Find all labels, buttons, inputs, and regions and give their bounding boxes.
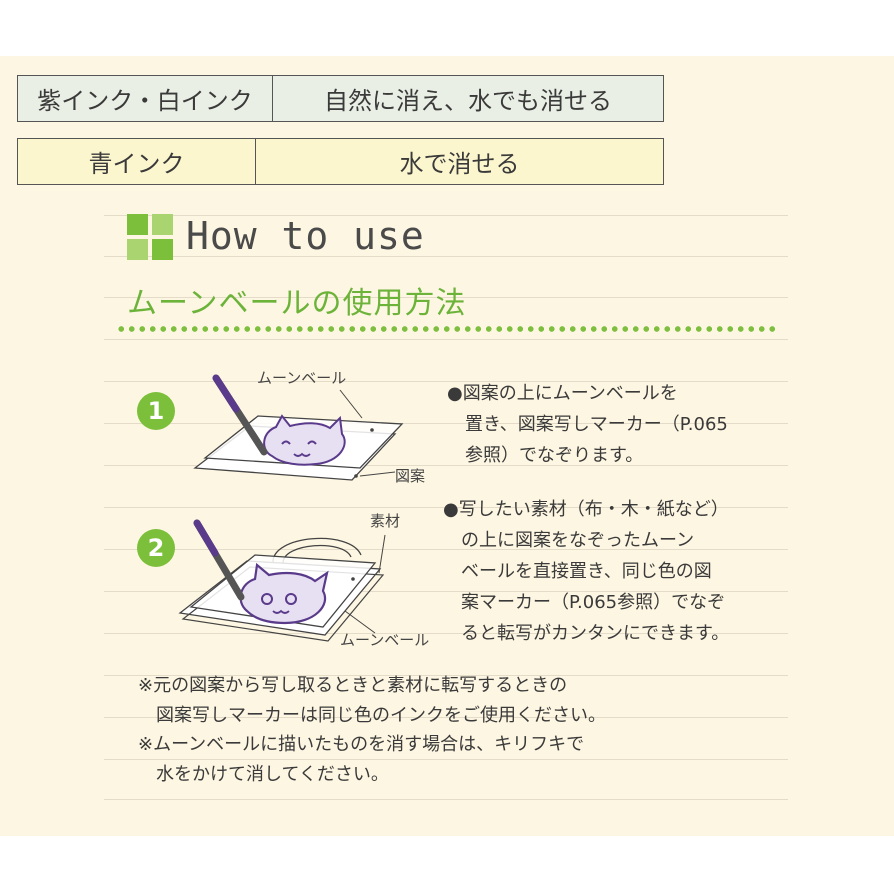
note-line: 図案写しマーカーは同じ色のインクをご使用ください。 bbox=[138, 704, 606, 726]
ruled-line bbox=[104, 423, 788, 424]
notes-block: ※元の図案から写し取るときと素材に転写するときの 図案写しマーカーは同じ色のイン… bbox=[138, 671, 606, 789]
ink-table-row: 紫インク・白インク 自然に消え、水でも消せる bbox=[17, 75, 664, 122]
step1-label-top: ムーンベール bbox=[257, 369, 347, 387]
dotted-divider bbox=[116, 325, 778, 333]
ruled-line bbox=[104, 591, 788, 592]
ink-property-cell: 自然に消え、水でも消せる bbox=[324, 87, 612, 115]
tracing-illustration-1 bbox=[193, 374, 404, 481]
step2-label-bottom: ムーンベール bbox=[340, 631, 430, 649]
step1-label-bottom: 図案 bbox=[395, 467, 426, 485]
step1-description: ●図案の上にムーンベールを 置き、図案写しマーカー（P.065 参照）でなぞりま… bbox=[447, 383, 728, 466]
page-background bbox=[0, 56, 894, 836]
ink-property-cell: 水で消せる bbox=[399, 150, 520, 178]
section-subtitle: ムーンベールの使用方法 bbox=[127, 286, 467, 321]
ruled-line bbox=[104, 381, 788, 382]
grid-squares-icon bbox=[127, 214, 173, 260]
ink-table-row: 青インク 水で消せる bbox=[17, 138, 664, 185]
note-line: ※ムーンベールに描いたものを消す場合は、キリフキで bbox=[138, 734, 585, 755]
transfer-illustration-2 bbox=[178, 519, 386, 642]
ruled-line bbox=[104, 633, 788, 634]
ruled-line bbox=[104, 549, 788, 550]
step2-label-top: 素材 bbox=[370, 512, 401, 530]
ruled-line bbox=[104, 215, 788, 216]
note-line: ※元の図案から写し取るときと素材に転写するときの bbox=[138, 675, 568, 696]
ruled-line bbox=[104, 339, 788, 340]
ruled-line bbox=[104, 717, 788, 718]
ink-name-cell: 青インク bbox=[18, 139, 256, 184]
ruled-line bbox=[104, 759, 788, 760]
note-line: 水をかけて消してください。 bbox=[138, 763, 389, 785]
ruled-line bbox=[104, 799, 788, 800]
ink-name-cell: 紫インク・白インク bbox=[18, 76, 273, 121]
step2-description: ●写したい素材（布・木・紙など） の上に図案をなぞったムーン ベールを直接置き、… bbox=[443, 499, 730, 644]
ruled-line bbox=[104, 465, 788, 466]
ruled-line bbox=[104, 507, 788, 508]
step-number-badge: 2 bbox=[137, 529, 175, 567]
step-number-badge: 1 bbox=[137, 392, 175, 430]
ruled-line bbox=[104, 297, 788, 298]
ruled-line bbox=[104, 675, 788, 676]
ruled-line bbox=[104, 256, 788, 257]
section-title: How to use bbox=[186, 214, 425, 258]
